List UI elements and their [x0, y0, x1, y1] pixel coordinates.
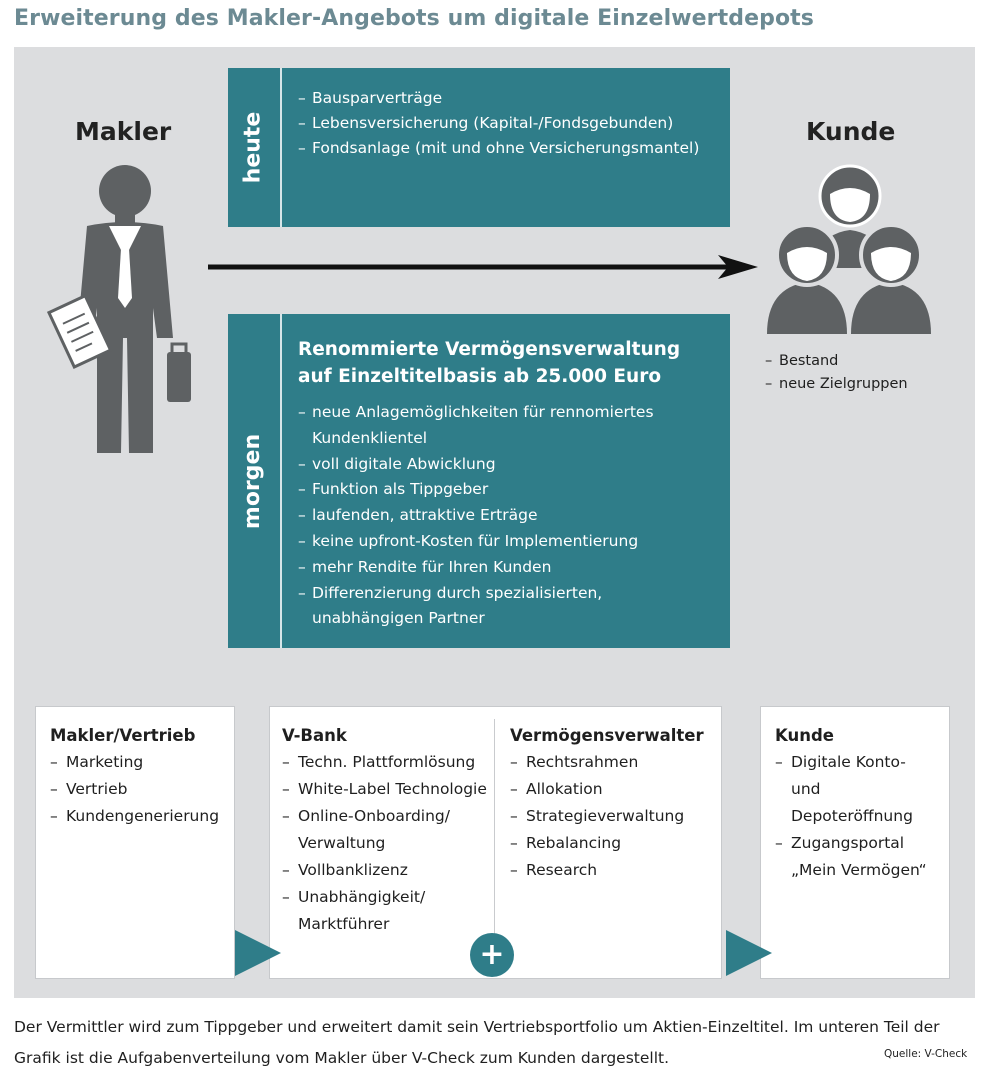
morgen-item: –neue Anlagemöglichkeiten für rennomiert… — [298, 403, 654, 447]
source-credit: Quelle: V-Check — [884, 1048, 968, 1060]
vermoegensverwalter-column: Vermögensverwalter –Rechtsrahmen –Alloka… — [510, 723, 720, 884]
heute-box: heute –Bausparverträge –Lebensversicheru… — [228, 68, 730, 227]
kunde-notes: –Bestand –neue Zielgruppen — [765, 350, 965, 396]
makler-label: Makler — [75, 117, 172, 146]
morgen-item: –Differenzierung durch spezialisierten, … — [298, 583, 603, 628]
heute-list: –Bausparverträge –Lebensversicherung (Ka… — [298, 86, 718, 161]
kunde-label: Kunde — [806, 117, 896, 146]
infographic-title: Erweiterung des Makler-Angebots um digit… — [14, 6, 814, 31]
column-separator — [494, 719, 495, 958]
flow-arrow-1-icon — [235, 930, 281, 976]
card-item: –Rechtsrahmen — [510, 753, 639, 771]
makler-figure-icon — [46, 165, 191, 453]
morgen-divider — [280, 314, 282, 648]
card-title: Vermögensverwalter — [510, 726, 704, 745]
heute-label: heute — [240, 111, 266, 184]
kunde-card: Kunde –Digitale Konto- und Depoteröffnun… — [760, 706, 950, 979]
morgen-item: –voll digitale Abwicklung — [298, 454, 496, 473]
plus-icon: + — [470, 933, 514, 977]
card-item: –Allokation — [510, 780, 603, 798]
morgen-item: –mehr Rendite für Ihren Kunden — [298, 557, 552, 576]
kunde-note: –Bestand — [765, 353, 839, 369]
heute-item: –Fondsanlage (mit und ohne Versicherungs… — [298, 139, 700, 157]
heute-item: –Bausparverträge — [298, 89, 443, 107]
footer-caption: Der Vermittler wird zum Tippgeber und er… — [14, 1018, 940, 1067]
morgen-box: morgen Renommierte Vermögensverwaltung a… — [228, 314, 730, 648]
card-item: –Digitale Konto- und Depoteröffnung — [775, 753, 913, 825]
card-title: Kunde — [775, 726, 834, 745]
morgen-label: morgen — [240, 433, 266, 529]
card-item: –Vertrieb — [50, 780, 128, 798]
card-item: –Vollbanklizenz — [282, 861, 408, 879]
morgen-item: –Funktion als Tippgeber — [298, 480, 489, 499]
flow-arrow-2-icon — [726, 930, 772, 976]
card-item: –White-Label Technologie — [282, 780, 487, 798]
morgen-item: –keine upfront-Kosten für Implementierun… — [298, 531, 639, 550]
morgen-item: –laufenden, attraktive Erträge — [298, 506, 538, 525]
morgen-list: –neue Anlagemöglichkeiten für rennomiert… — [298, 400, 718, 632]
card-item: –Online-Onboarding/ Verwaltung — [282, 807, 450, 852]
makler-vertrieb-card: Makler/Vertrieb –Marketing –Vertrieb –Ku… — [35, 706, 235, 979]
card-item: –Unabhängigkeit/ Marktführer — [282, 888, 426, 933]
kunde-note: –neue Zielgruppen — [765, 376, 908, 392]
kunde-group-icon — [767, 164, 931, 334]
card-title: V-Bank — [282, 726, 347, 745]
card-item: –Kundengenerierung — [50, 807, 220, 825]
vbank-column: V-Bank –Techn. Plattformlösung –White-La… — [282, 723, 492, 938]
card-item: –Marketing — [50, 753, 144, 771]
makler-to-kunde-arrow — [208, 255, 758, 279]
card-item: –Zugangsportal „Mein Vermögen“ — [775, 834, 927, 879]
heute-item: –Lebensversicherung (Kapital-/Fondsgebun… — [298, 114, 674, 132]
card-title: Makler/Vertrieb — [50, 726, 196, 745]
heute-divider — [280, 68, 282, 227]
card-item: –Rebalancing — [510, 834, 622, 852]
morgen-heading: Renommierte Vermögensverwaltung auf Einz… — [298, 339, 681, 387]
card-item: –Strategieverwaltung — [510, 807, 685, 825]
card-item: –Research — [510, 861, 598, 879]
card-item: –Techn. Plattformlösung — [282, 753, 476, 771]
